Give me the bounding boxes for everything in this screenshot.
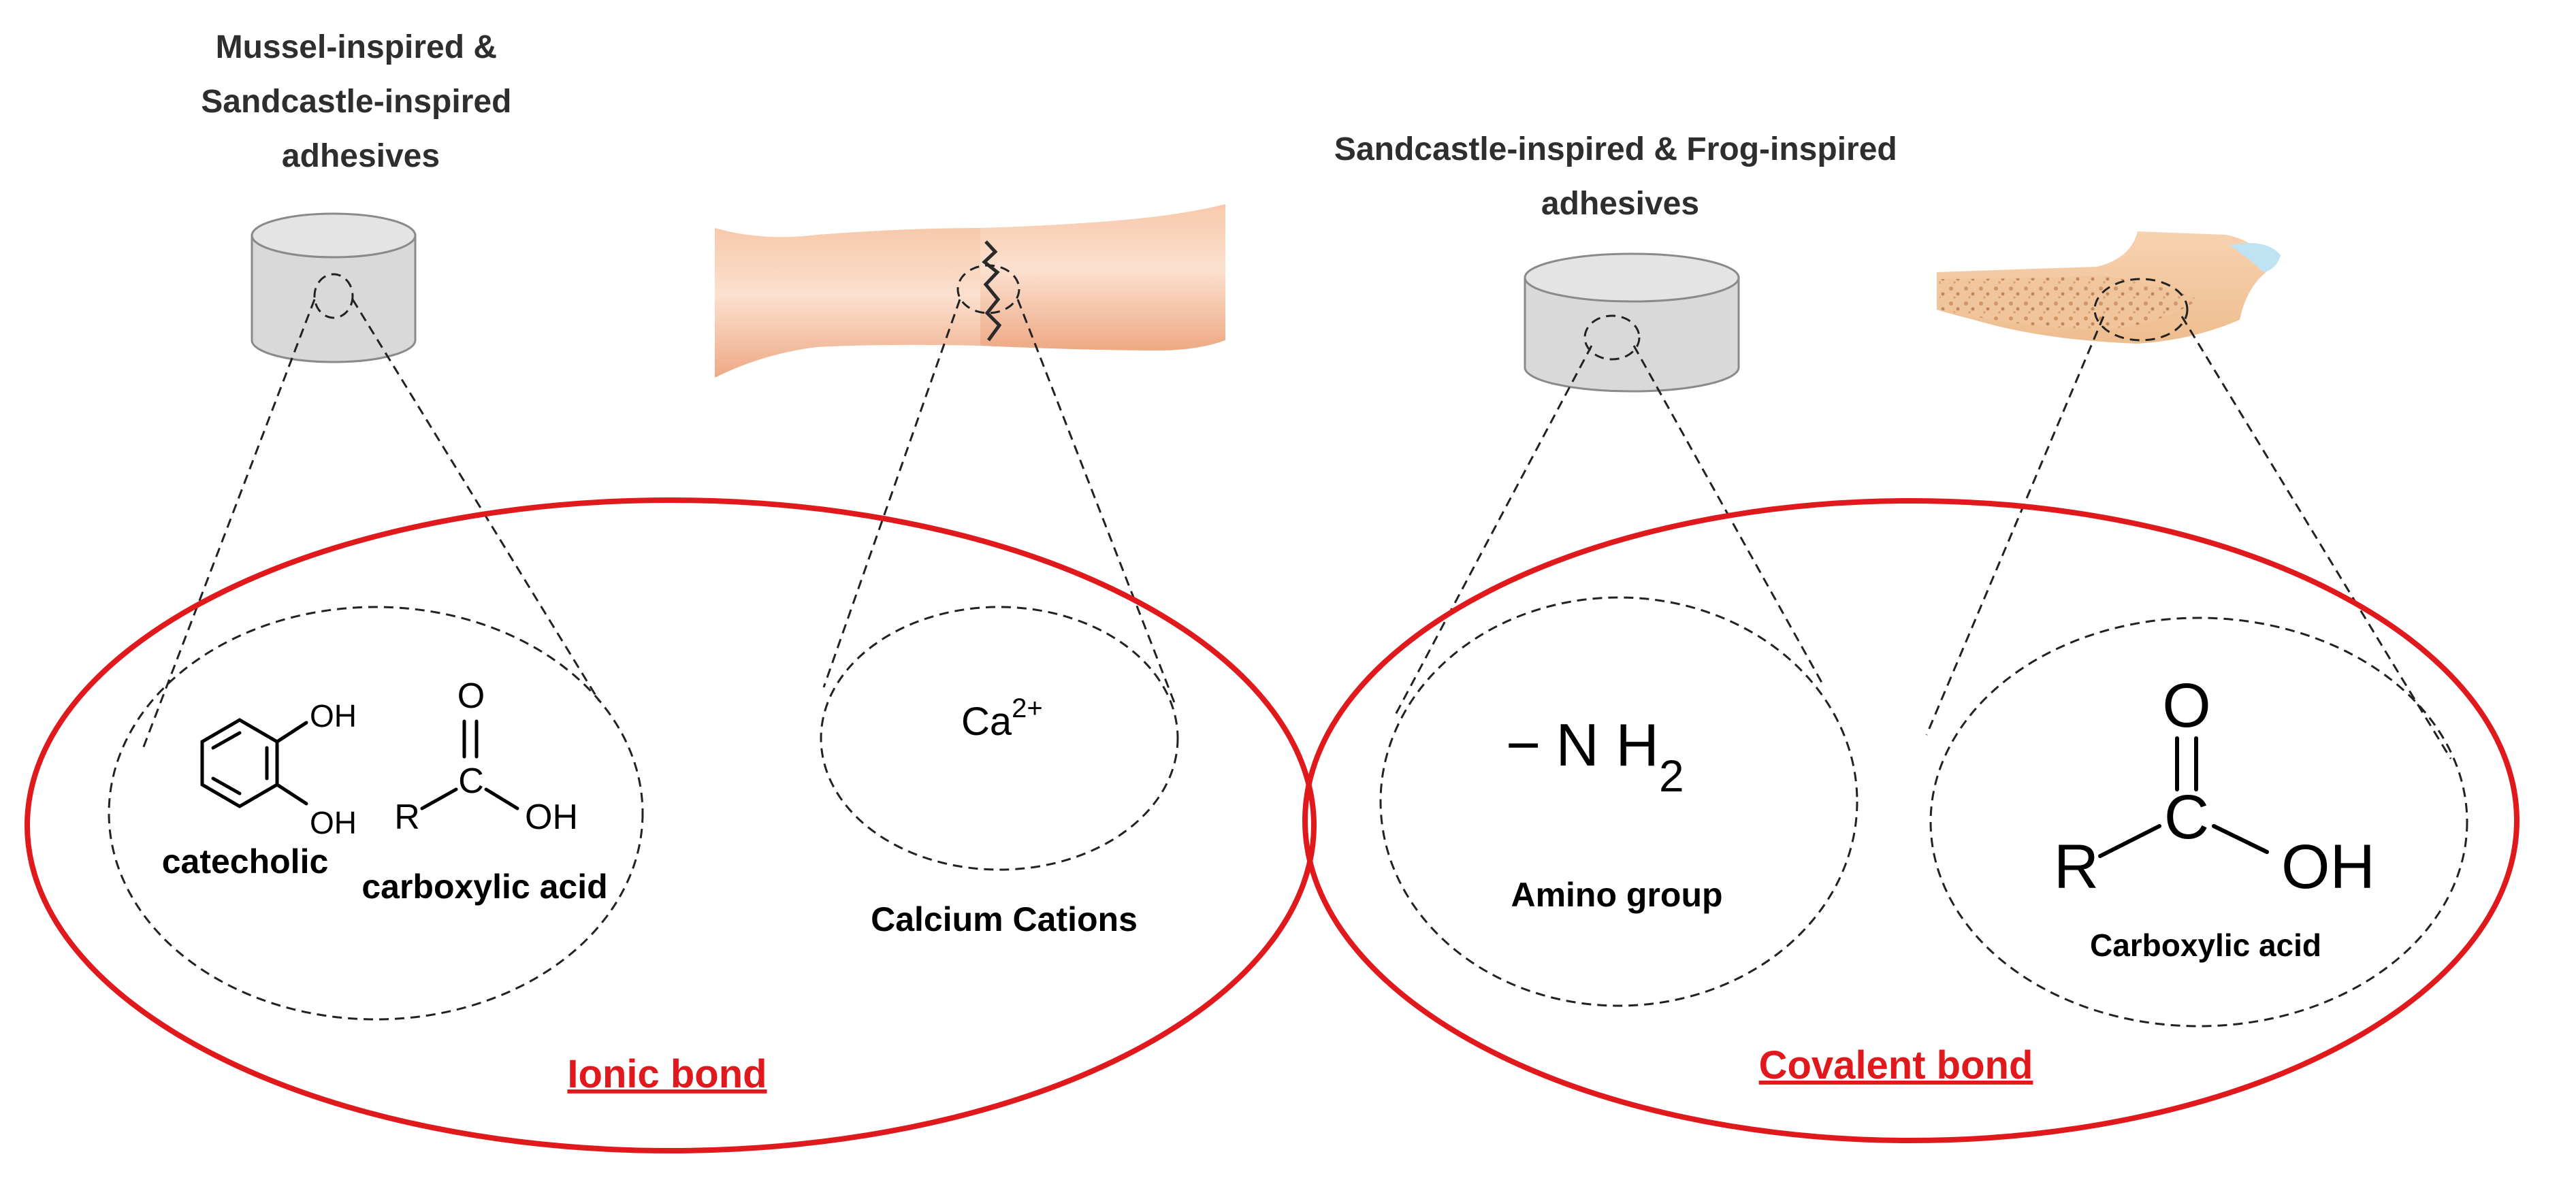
left-title-line-3: adhesives	[282, 138, 440, 174]
left-carboxylic-acid-structure: O C R OH	[394, 676, 578, 837]
covalent-bond-label: Covalent bond	[1759, 1043, 2033, 1087]
right-acid-c: C	[2164, 783, 2209, 852]
right-carboxylic-acid-structure: O C R OH	[2054, 671, 2375, 902]
right-carboxylic-acid-label: Carboxylic acid	[2090, 927, 2321, 963]
right-title-line-1: Sandcastle-inspired & Frog-inspired	[1334, 131, 1897, 167]
right-adhesive-title: Sandcastle-inspired & Frog-inspired adhe…	[1334, 131, 1906, 222]
left-acid-o: O	[457, 676, 485, 716]
ionic-bond-label: Ionic bond	[567, 1052, 767, 1096]
right-acid-o: O	[2162, 671, 2211, 740]
catechol-label: catecholic	[162, 842, 329, 881]
left-projection-line-b	[351, 299, 600, 702]
left-projection-line-a	[142, 299, 316, 749]
right-adhesive-cylinder	[1524, 252, 1740, 393]
left-acid-c: C	[458, 761, 484, 801]
bone-projection-line-a	[822, 299, 961, 688]
left-acid-oh: OH	[525, 798, 578, 837]
calcium-cations-label: Calcium Cations	[871, 900, 1138, 938]
catechol-structure: OH OH	[200, 698, 357, 840]
adhesive-groups-circle	[108, 606, 644, 1021]
left-adhesive-cylinder	[251, 212, 417, 363]
left-adhesive-title: Mussel-inspired & Sandcastle-inspired ad…	[201, 29, 520, 174]
left-title-line-2: Sandcastle-inspired	[201, 84, 511, 120]
spongy-projection-line-a	[1925, 316, 2105, 736]
covalent-bond-ellipse	[1302, 498, 2519, 1143]
bone-projection-line-b	[1016, 299, 1178, 708]
spongy-projection-line-b	[2180, 316, 2452, 759]
carboxylic-acid-circle	[1929, 617, 2468, 1028]
left-fractured-bone	[715, 204, 1225, 378]
right-projection-line-a	[1394, 345, 1593, 715]
amino-formula: −N H2	[1506, 711, 1684, 801]
ionic-bond-ellipse	[25, 497, 1317, 1153]
left-panel: Mussel-inspired & Sandcastle-inspired ad…	[25, 29, 1317, 1153]
left-acid-r: R	[394, 798, 420, 837]
calcium-circle	[820, 606, 1179, 871]
amino-group-label: Amino group	[1511, 876, 1722, 914]
right-acid-r: R	[2054, 832, 2099, 902]
left-title-line-1: Mussel-inspired &	[216, 29, 497, 65]
right-panel: Sandcastle-inspired & Frog-inspired adhe…	[1302, 131, 2519, 1143]
amino-group-circle	[1379, 596, 1858, 1007]
left-carboxylic-acid-label: carboxylic acid	[361, 868, 607, 906]
catechol-oh-top: OH	[310, 698, 357, 734]
catechol-oh-bottom: OH	[310, 805, 357, 840]
calcium-symbol: Ca2+	[961, 693, 1043, 744]
right-acid-oh: OH	[2281, 832, 2375, 902]
spongy-bone	[1937, 231, 2281, 344]
right-title-line-2: adhesives	[1541, 186, 1699, 222]
